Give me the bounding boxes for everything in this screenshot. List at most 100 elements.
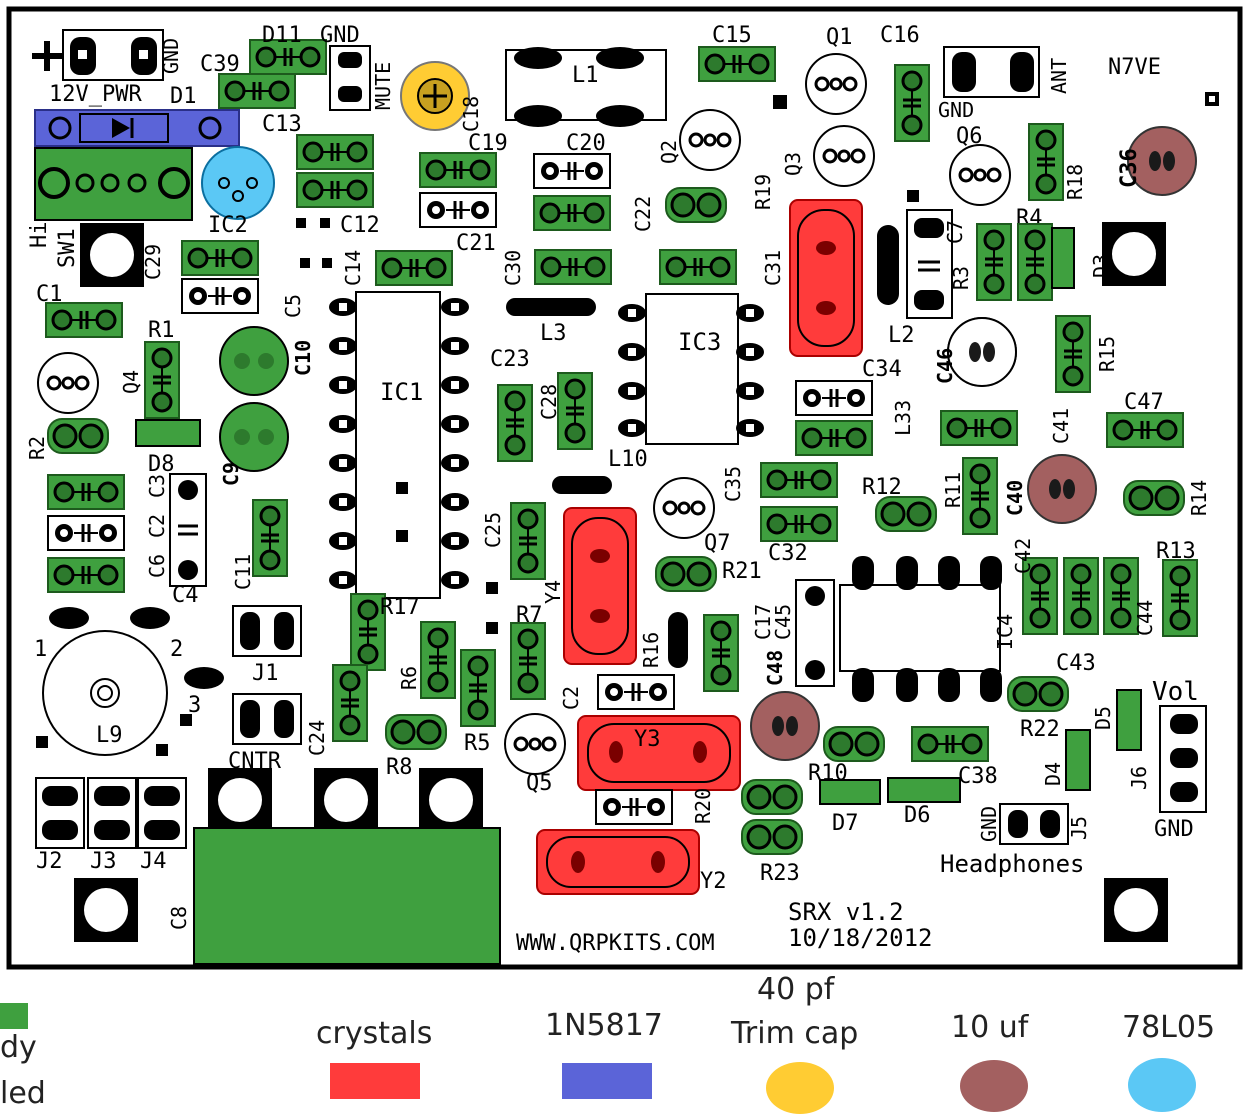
legend-regulator-swatch [1128,1058,1196,1112]
svg-text:C45: C45 [771,604,795,640]
legend-installed-text-2: led [0,1076,46,1111]
svg-text:Q6: Q6 [956,124,983,149]
svg-text:C30: C30 [501,250,525,286]
svg-text:R5: R5 [464,731,491,756]
svg-text:IC3: IC3 [678,328,721,356]
svg-text:C40: C40 [1003,480,1027,516]
svg-text:L33: L33 [891,400,915,436]
svg-text:C13: C13 [262,112,302,137]
svg-text:Q2: Q2 [657,140,681,164]
svg-text:GND: GND [977,806,1001,842]
svg-text:Hi: Hi [27,222,52,249]
svg-text:R19: R19 [751,174,775,210]
pcb-silkscreen-diagram: 12V_PWR GND Hi SW1 IC2 C39 D1 D11 GND MU… [6,6,1243,970]
ic1-socket: IC1 [329,291,469,599]
svg-text:C14: C14 [341,250,365,286]
svg-text:C29: C29 [141,244,165,280]
svg-text:L10: L10 [608,447,648,472]
pot-pin-1: 1 [34,637,47,662]
svg-text:D11: D11 [262,23,302,48]
svg-text:Y4: Y4 [541,580,565,604]
svg-text:C48: C48 [763,650,787,686]
svg-text:L3: L3 [540,321,567,346]
svg-text:L1: L1 [572,63,599,88]
svg-text:R18: R18 [1063,164,1087,200]
svg-text:C39: C39 [200,52,240,77]
svg-text:C20: C20 [566,131,606,156]
svg-text:D7: D7 [832,811,859,836]
svg-text:C9: C9 [219,462,243,486]
legend-regulator-label: 78L05 [1122,1010,1216,1045]
svg-text:C16: C16 [880,23,920,48]
svg-text:D6: D6 [904,803,931,828]
svg-text:C22: C22 [631,196,655,232]
svg-text:J4: J4 [140,849,167,874]
svg-text:C23: C23 [490,347,530,372]
pot-pin-3: 3 [188,693,201,718]
svg-text:C32: C32 [768,541,808,566]
svg-text:R2: R2 [25,436,49,460]
svg-text:R7: R7 [516,603,543,628]
svg-text:C4: C4 [172,583,199,608]
svg-text:R12: R12 [862,475,902,500]
board-date: 10/18/2012 [788,924,933,952]
svg-text:C8: C8 [167,906,191,930]
svg-text:L9: L9 [96,723,123,748]
svg-text:C34: C34 [862,357,902,382]
svg-text:R3: R3 [949,266,973,290]
svg-text:J2: J2 [36,849,63,874]
svg-text:IC4: IC4 [993,614,1017,650]
power-connector: 12V_PWR GND [32,29,183,107]
svg-text:MUTE: MUTE [371,62,395,110]
svg-text:J1: J1 [252,661,279,686]
svg-text:Vol: Vol [1152,677,1199,707]
svg-text:Y3: Y3 [634,727,661,752]
board-url: WWW.QRPKITS.COM [516,931,715,956]
svg-text:C24: C24 [305,720,329,756]
svg-text:C17: C17 [751,604,775,640]
svg-text:GND: GND [938,98,974,122]
svg-text:L2: L2 [888,323,915,348]
legend-elec-cap-label: 10 uf [951,1010,1029,1045]
svg-text:R20: R20 [691,788,715,824]
legend-crystals-label: crystals [316,1016,433,1051]
svg-text:R15: R15 [1095,336,1119,372]
svg-text:CNTR: CNTR [228,749,282,774]
svg-text:C25: C25 [481,512,505,548]
svg-text:C42: C42 [1011,538,1035,574]
svg-text:D1: D1 [170,84,197,109]
legend-trimcap-value: 40 pf [757,972,835,1007]
svg-text:C12: C12 [340,213,380,238]
svg-text:C5: C5 [281,294,305,318]
svg-text:C28: C28 [537,384,561,420]
y2-crystal: Y2 [536,829,727,895]
svg-text:12V_PWR: 12V_PWR [49,82,142,107]
legend-trimcap-label: Trim cap [731,1016,859,1051]
svg-text:GND: GND [159,38,183,74]
board-title: SRX v1.2 [788,898,904,926]
svg-text:R21: R21 [722,559,762,584]
legend-trimcap-swatch [766,1062,834,1114]
svg-text:D8: D8 [148,452,175,477]
svg-text:C7: C7 [943,220,967,244]
svg-text:R17: R17 [380,595,420,620]
svg-text:ANT: ANT [1047,58,1071,94]
pot-pin-2: 2 [170,637,183,662]
svg-text:D4: D4 [1041,762,1065,786]
svg-text:C15: C15 [712,23,752,48]
svg-text:C35: C35 [721,466,745,502]
svg-text:C47: C47 [1124,390,1164,415]
svg-text:C38: C38 [958,764,998,789]
svg-text:C6: C6 [145,554,169,578]
svg-text:C31: C31 [761,250,785,286]
svg-text:C18: C18 [459,96,483,132]
svg-text:Q1: Q1 [826,25,853,50]
svg-text:SW1: SW1 [55,228,80,268]
svg-text:Y2: Y2 [700,869,727,894]
svg-text:C2: C2 [559,686,583,710]
svg-text:C36: C36 [1117,148,1142,188]
svg-text:R14: R14 [1187,480,1211,516]
svg-text:C10: C10 [291,340,315,376]
d1-diode-1n5817 [34,109,240,147]
legend-diode-swatch [562,1063,652,1099]
